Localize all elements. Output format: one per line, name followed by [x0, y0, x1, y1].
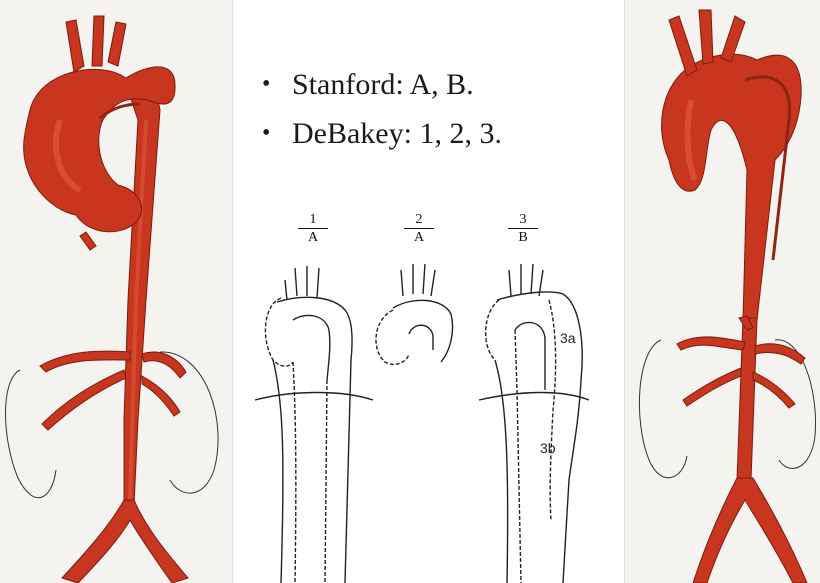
- iliac-bifurcation: [693, 478, 807, 583]
- right-kidney-outline: [160, 352, 218, 493]
- left-aorta-illustration: [0, 0, 233, 583]
- renal-branches-right: [142, 352, 186, 416]
- head-vessels: [66, 16, 126, 72]
- left-kidney-outline: [639, 340, 687, 478]
- left-kidney-outline: [6, 370, 57, 498]
- type-2-aorta: [376, 264, 453, 364]
- type-1-aorta: [255, 266, 373, 583]
- iliac-bifurcation: [62, 500, 188, 583]
- bullet-stanford: •Stanford: A, B.: [262, 60, 502, 109]
- region-label-3b: 3b: [540, 440, 556, 456]
- right-aorta-illustration: [624, 0, 820, 583]
- descending-aorta: [124, 90, 160, 505]
- type-3-aorta: [479, 264, 589, 583]
- classification-bullet-list: •Stanford: A, B. •DeBakey: 1, 2, 3.: [262, 60, 502, 158]
- region-label-3a: 3a: [560, 330, 576, 346]
- bullet-dot: •: [262, 60, 292, 108]
- bullet-debakey: •DeBakey: 1, 2, 3.: [262, 109, 502, 158]
- debakey-schematic: [233, 250, 623, 583]
- bullet-dot: •: [262, 109, 292, 157]
- renal-branches-left: [40, 351, 130, 430]
